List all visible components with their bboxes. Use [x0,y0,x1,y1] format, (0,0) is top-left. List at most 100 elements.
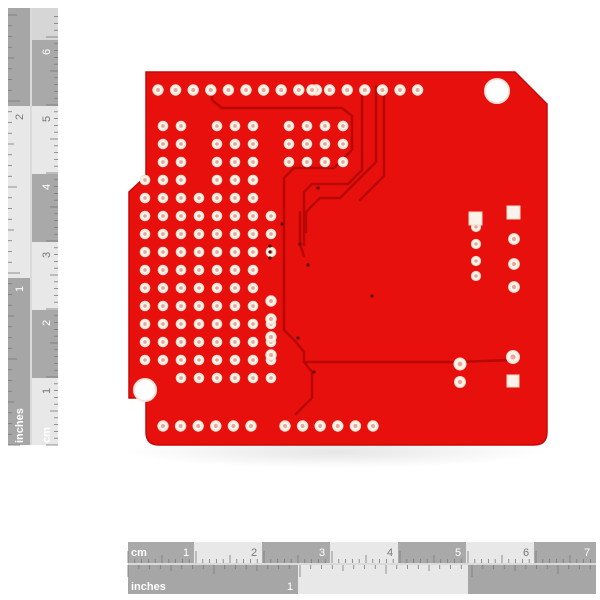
left-ruler-inch-unit: inches [14,408,26,443]
via [296,336,300,340]
mounting-hole-top-right [484,78,510,104]
pad-hole [269,353,273,357]
bottom-ruler-ticks [127,551,591,577]
left-ruler-cm-2: 2 [41,320,53,326]
pad-hole [161,124,165,128]
pad-hole [161,196,165,200]
pad-hole [371,424,375,428]
pad-hole [305,124,309,128]
pad-hole [269,299,273,303]
pad-hole [269,335,273,339]
pad-hole [251,322,255,326]
pad-hole [156,88,160,92]
pad-hole [179,214,183,218]
pad-hole [251,178,255,182]
pad-hole [161,358,165,362]
pad-hole [143,250,147,254]
pad-hole [215,124,219,128]
pad-hole [251,286,255,290]
pad-hole [178,424,183,428]
pad-hole [215,376,219,380]
pad-hole [215,358,219,362]
left-ruler-cm-6: 6 [41,49,53,55]
left-ruler-cm-4: 4 [41,184,53,190]
left-ruler: 6 5 4 3 2 1 cm 2 1 inches [8,8,58,446]
pad-hole [457,361,463,367]
pad-hole [287,124,291,128]
pad-hole [310,88,314,92]
pad-hole [161,304,165,308]
pad-hole [233,358,237,362]
pad-hole [287,160,291,164]
pad-hole [362,88,367,92]
via [268,256,272,260]
bottom-ruler-cm-2: 2 [251,547,257,559]
pad-hole [179,124,183,128]
pad-hole [415,88,420,92]
bottom-ruler-cm-5: 5 [455,547,461,559]
pad-hole [335,424,340,428]
pad-hole [161,268,165,272]
square-pad-jp1 [468,211,483,226]
pad-hole [251,124,255,128]
via [312,370,316,374]
pad-hole [179,304,183,308]
pad-hole [233,322,237,326]
pad-hole [208,88,213,92]
pad-hole [251,160,255,164]
pad-hole [161,142,165,146]
pad-hole [251,250,255,254]
pad-hole [179,322,183,326]
pad-hole [179,142,183,146]
pad-hole [510,354,516,360]
pad-hole [213,424,218,428]
bottom-ruler-cm-7: 7 [584,547,590,559]
pad-hole [197,250,201,254]
pad-hole [161,340,165,344]
pad-hole [341,124,345,128]
pad-hole [474,242,478,246]
pad-hole [323,160,327,164]
mounting-hole-bottom-left [133,378,157,402]
pad-hole [233,214,237,218]
pad-hole [269,317,273,321]
pad-hole [251,232,255,236]
pad-hole [197,376,201,380]
pad-hole [197,196,201,200]
pad-hole [215,214,219,218]
pad-hole [143,196,147,200]
via [298,242,302,246]
left-ruler-inch-2: 2 [14,114,26,120]
pad-hole [215,250,219,254]
left-ruler-cm-1: 1 [41,388,53,394]
pad-hole [161,250,165,254]
pad-hole [249,424,253,428]
pad-hole [197,268,201,272]
via [306,263,310,267]
pad-hole [143,178,147,182]
pad-hole [191,88,196,92]
pad-hole [345,88,350,92]
pad-hole [269,214,273,218]
pad-hole [215,178,219,182]
pad-hole [233,376,237,380]
pad-hole [161,322,165,326]
bottom-ruler-cm-unit: cm [131,547,147,559]
bottom-ruler-cm-3: 3 [319,547,325,559]
pad-hole [231,424,236,428]
pad-hole [269,376,273,380]
pad-hole [474,259,478,263]
pad-hole [215,304,219,308]
pad-hole [179,358,183,362]
pad-hole [179,178,183,182]
pad-hole [398,88,402,92]
via [280,222,284,226]
via [370,294,374,298]
pcb-board [125,71,548,468]
pad-hole [233,160,237,164]
pad-hole [341,160,345,164]
pad-hole [269,232,273,236]
pad-hole [197,322,201,326]
pad-hole [197,214,201,218]
